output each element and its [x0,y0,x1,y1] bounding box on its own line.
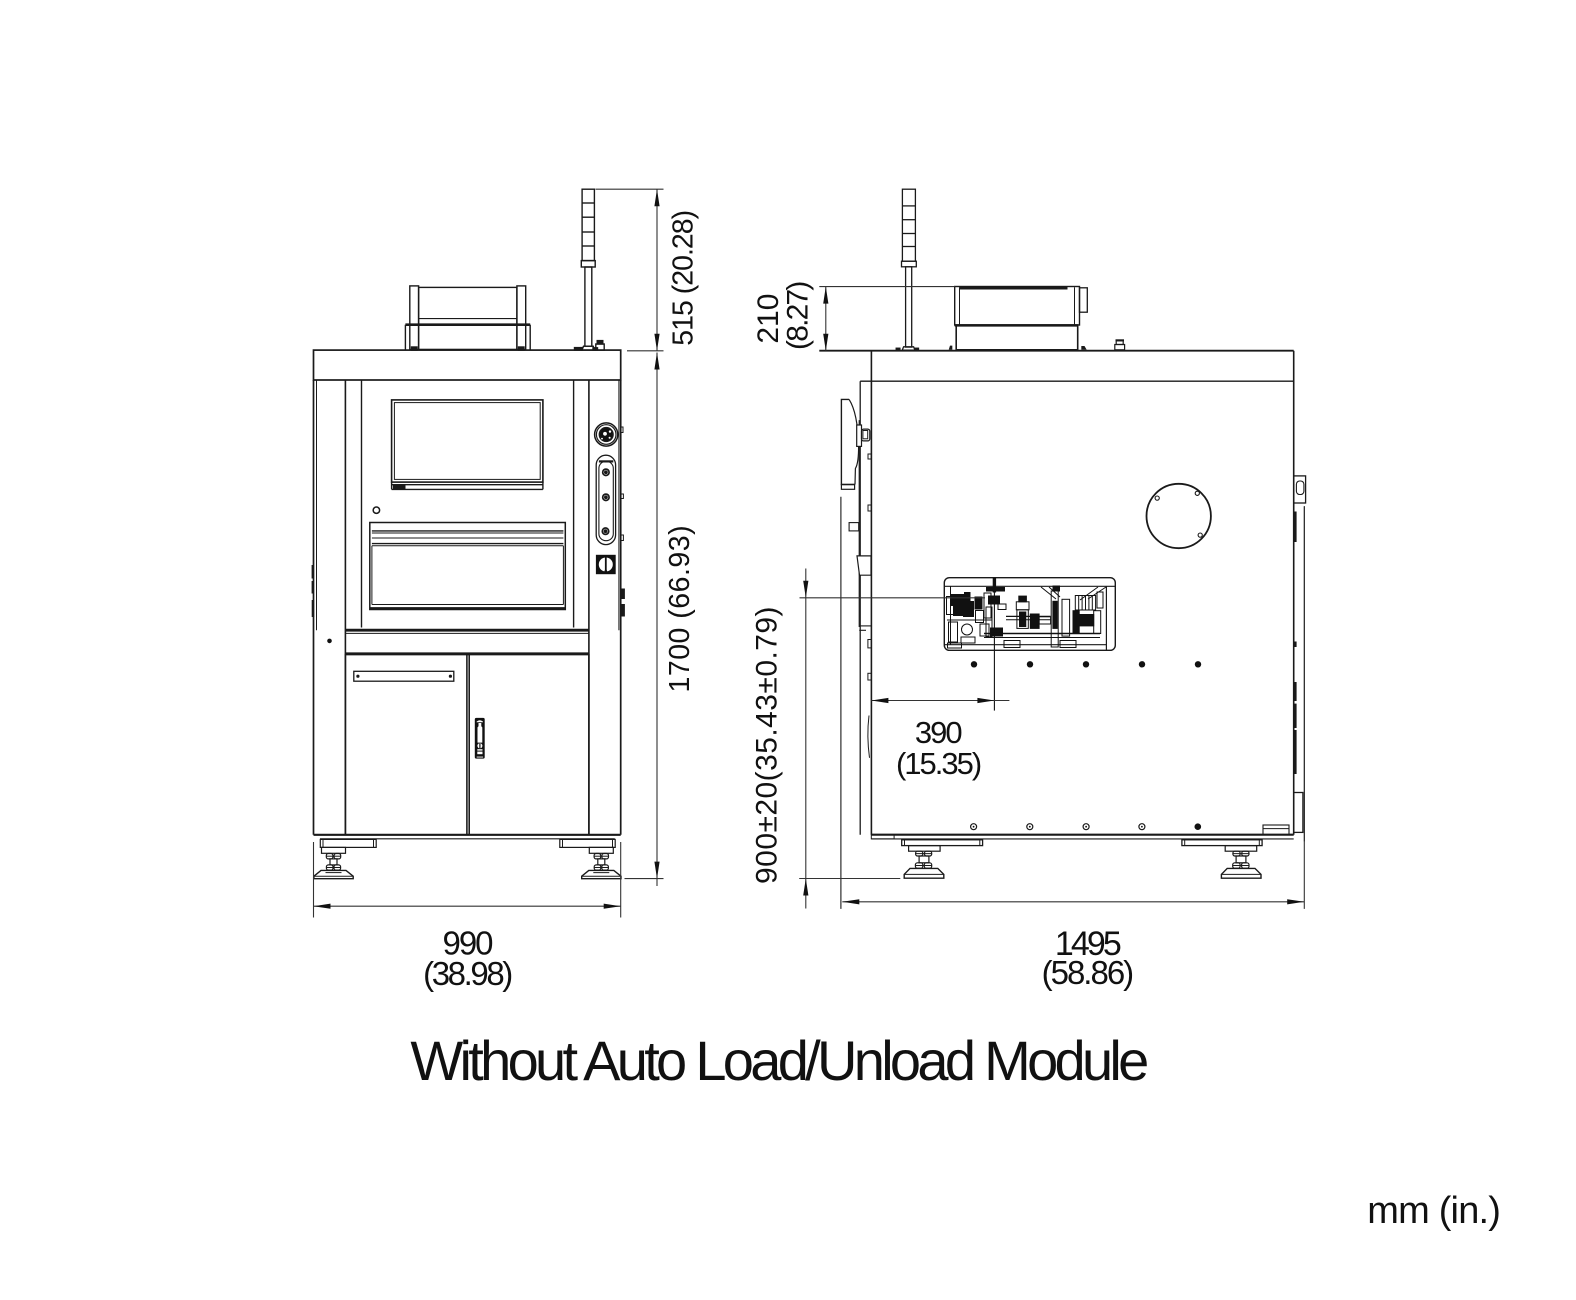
svg-text:(15.35): (15.35) [896,746,981,781]
svg-text:515 (20.28): 515 (20.28) [667,211,699,346]
svg-text:(38.98): (38.98) [423,955,511,992]
svg-text:mm (in.): mm (in.) [1367,1190,1500,1232]
svg-text:390: 390 [915,715,962,750]
svg-text:990: 990 [442,925,493,962]
svg-text:210: 210 [752,294,785,344]
svg-text:1495: 1495 [1055,925,1121,963]
svg-text:(58.86): (58.86) [1042,954,1133,991]
svg-text:(8.27): (8.27) [782,282,815,350]
svg-text:Without Auto Load/Unload Modul: Without Auto Load/Unload Module [410,1029,1147,1092]
svg-text:1700 (66.93): 1700 (66.93) [664,525,696,693]
svg-text:900±20(35.43±0.79): 900±20(35.43±0.79) [750,606,783,884]
